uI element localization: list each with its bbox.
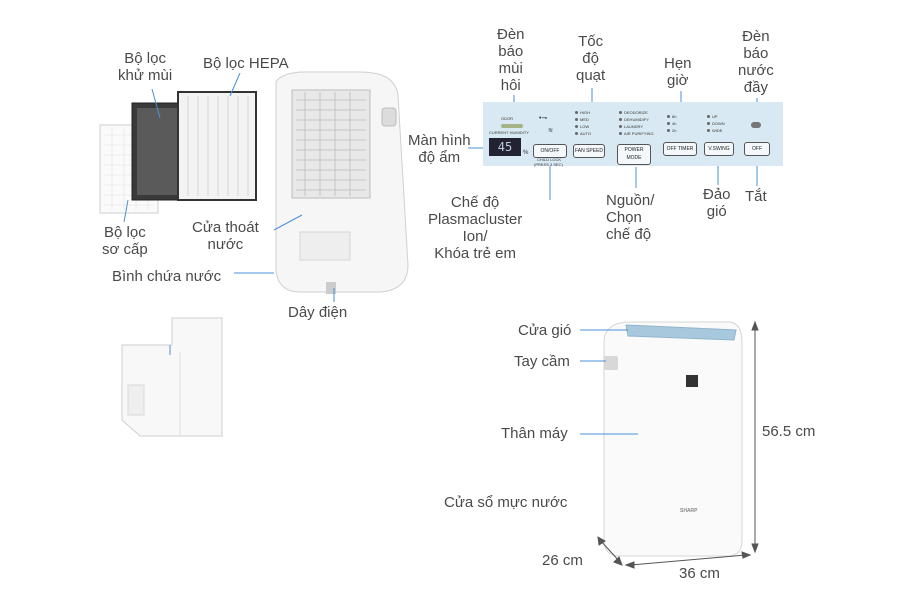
swing-wide-text: WIDE <box>712 128 723 133</box>
fan-speed-button[interactable]: FAN SPEED <box>573 144 605 158</box>
timer-8h-text: 8h <box>672 114 677 119</box>
water-tank-illustration <box>121 317 223 437</box>
mode-dehumidify-text: DEHUMIDIFY <box>624 117 649 122</box>
child-lock-text-1: CHILD LOCK <box>537 157 562 162</box>
hepa-filter-illustration <box>177 91 257 201</box>
fan-auto-text: AUTO <box>580 131 592 136</box>
timer-4h-text: 4h <box>672 121 677 126</box>
v-swing-button[interactable]: V.SWING <box>704 142 734 156</box>
wifi-icon: ≋ <box>548 128 554 134</box>
power-button-label-1: POWER <box>624 147 644 153</box>
fan-med-text: MED <box>580 117 589 122</box>
power-cord-label: Dây điện <box>288 304 348 321</box>
power-mode-button[interactable]: POWER MODE <box>617 144 651 165</box>
fan-low-text: LOW <box>580 124 590 129</box>
front-unit-illustration <box>603 321 743 557</box>
brand-logo: SHARP <box>680 508 698 514</box>
percent-sign: % <box>523 150 529 156</box>
onoff-button[interactable]: ON/OFF <box>533 144 567 158</box>
humidity-display: 45 <box>489 138 521 156</box>
depth-dimension: 26 cm <box>542 552 583 569</box>
water-tank-label: Bình chứa nước <box>112 268 222 285</box>
height-dimension: 56.5 cm <box>762 423 816 440</box>
swing-down-text: DOWN <box>712 121 725 126</box>
off-timer-button[interactable]: OFF TIMER <box>663 142 697 156</box>
water-level-window-label: Cửa sổ mực nước <box>444 494 568 511</box>
child-lock-text-2: (PRESS 3 SEC) <box>534 162 563 167</box>
mode-laundry-text: LAUNDRY <box>624 124 644 129</box>
full-water-led <box>751 122 761 128</box>
timer-2h-text: 2h <box>672 128 677 133</box>
air-outlet-label: Cửa gió <box>518 322 572 339</box>
mode-air-purifying-text: AIR PURIFYING <box>624 131 654 136</box>
off-label: Tắt <box>745 188 767 205</box>
key-icon: •⊸ <box>539 115 548 122</box>
handle-label: Tay cầm <box>514 353 570 370</box>
current-humidity-text: CURRENT HUMIDITY <box>489 130 529 135</box>
swing-up-text: UP <box>712 114 718 119</box>
control-panel: ODOR CURRENT HUMIDITY 45 % •⊸ ≋ ON/OFF C… <box>483 102 783 167</box>
odor-panel-text: ODOR <box>501 116 513 121</box>
width-dimension: 36 cm <box>679 565 720 582</box>
fan-high-text: HIGH <box>580 110 590 115</box>
power-button-label-2: MODE <box>626 155 642 161</box>
rear-unit-illustration <box>275 71 409 294</box>
off-button[interactable]: OFF <box>744 142 770 156</box>
hepa-filter-label: Bộ lọc HEPA <box>203 55 289 72</box>
mode-deodorize-text: DEODORIZE <box>624 110 648 115</box>
odor-led <box>501 124 523 128</box>
body-label: Thân máy <box>501 425 568 442</box>
